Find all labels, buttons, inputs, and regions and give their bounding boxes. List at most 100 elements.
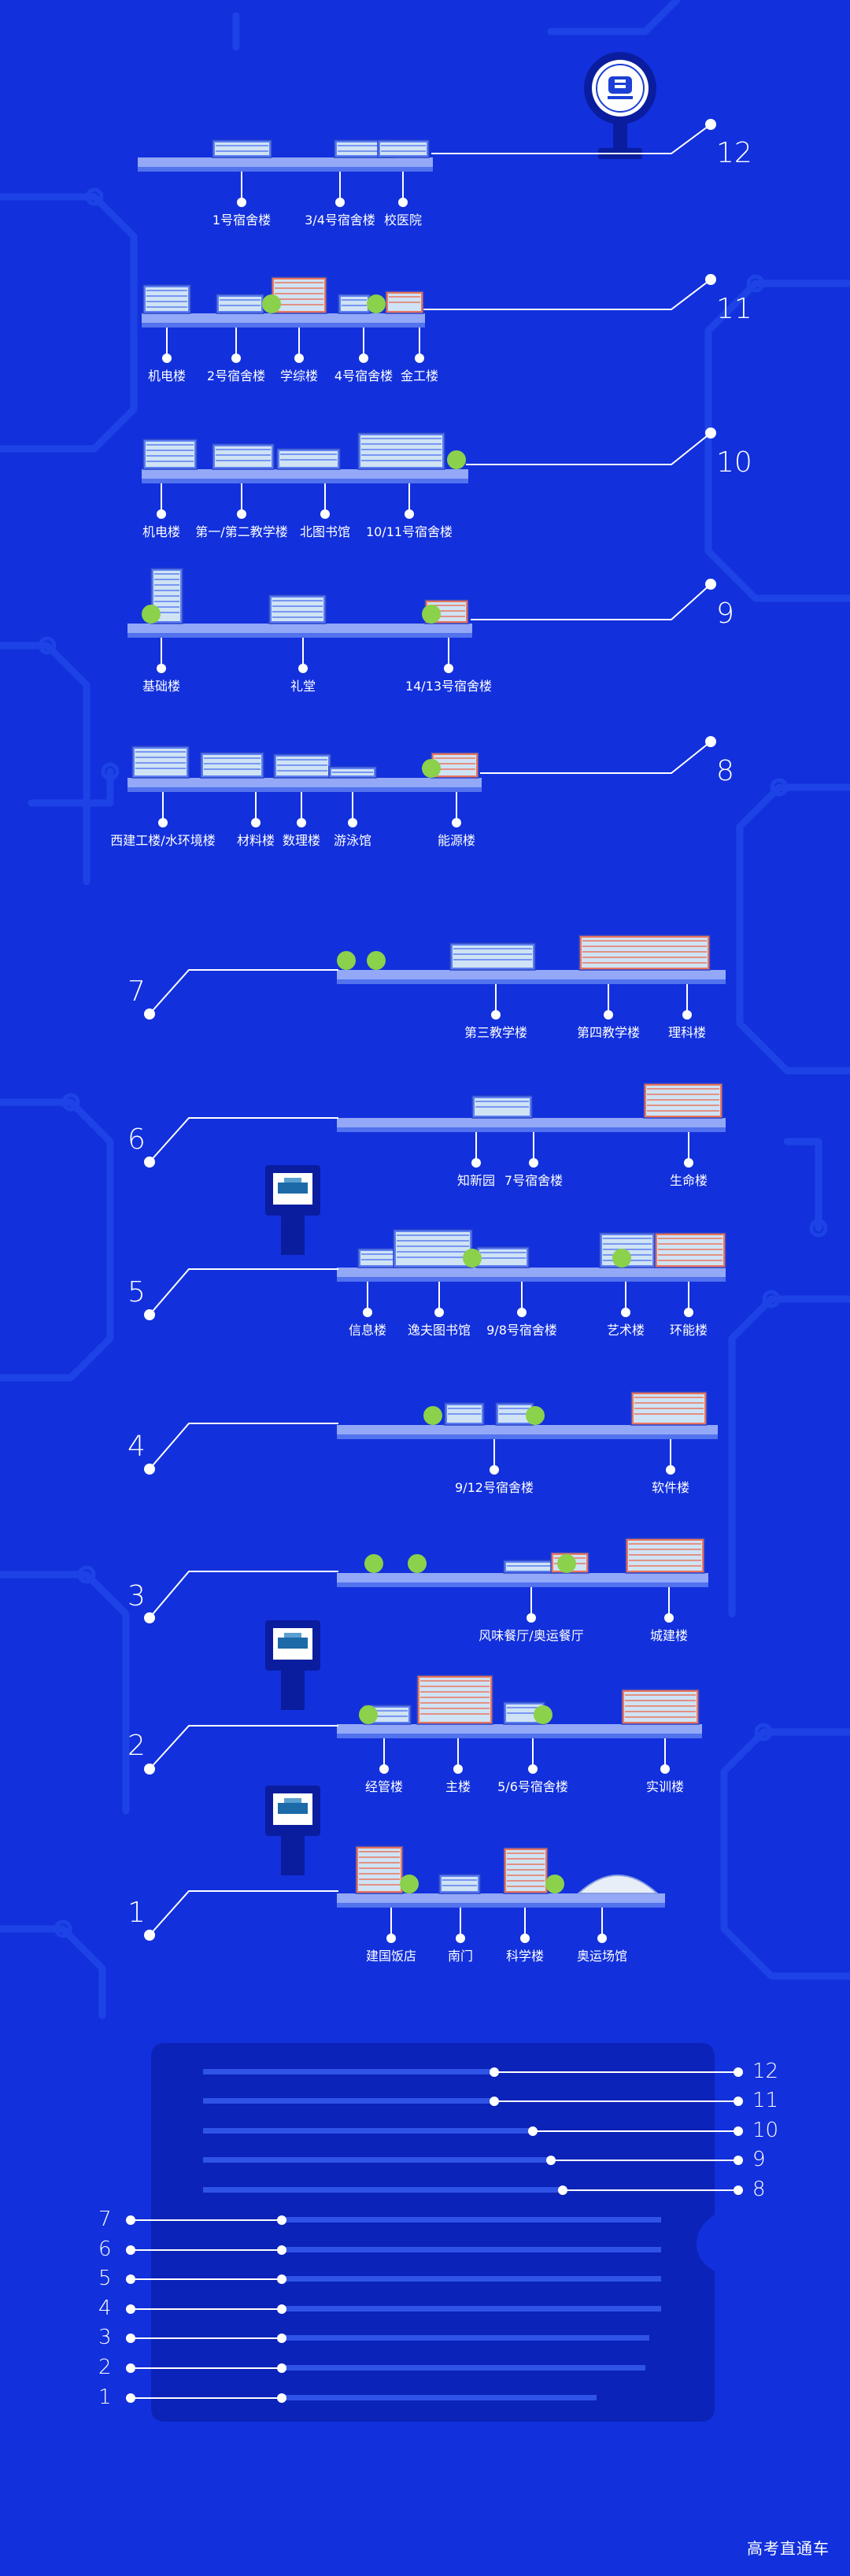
building-icon [393,1229,473,1268]
building-icon [200,752,264,779]
circuit-trace [0,1098,114,1382]
building-label: 9/12号宿舍楼 [455,1480,534,1495]
circuit-node [762,1290,781,1308]
floor-platform [337,1893,665,1903]
connector-dot [705,119,716,130]
tree-icon [534,1705,552,1724]
building-label: 礼堂 [290,679,316,694]
building-icon [578,935,711,971]
building-icon [328,766,377,779]
floor-platform [337,1118,726,1127]
building-icon [476,1246,530,1268]
circuit-trace [28,768,114,807]
building-label: 第一/第二教学楼 [195,524,288,539]
floor-9 [128,568,716,673]
building-icon [355,1845,404,1894]
stadium-icon [576,1875,660,1894]
connector-dot [144,1157,155,1168]
circuit-node [61,1093,80,1112]
building-label: 建国饭店 [365,1949,417,1963]
building-pin [664,1613,674,1623]
building-icon [599,1232,656,1268]
connector-line [431,124,711,154]
floor-platform [337,970,726,979]
building-icon [471,1095,533,1119]
building-pin [666,1465,675,1475]
building-pin [528,1764,538,1774]
screen-kiosk-icon [265,1786,320,1875]
floor-platform [142,313,425,323]
building-label: 经管楼 [364,1779,404,1794]
building-pin [297,818,306,827]
connector-line [149,1117,338,1163]
floor-minimap [126,2043,743,2422]
floor-number: 10 [716,446,752,479]
screen-kiosk-icon [265,1165,320,1255]
floor-number: 9 [716,598,734,630]
building-icon [273,753,331,779]
building-pin [298,664,308,673]
building-pin [294,353,304,363]
connector-line [149,1725,338,1770]
building-label: 游泳馆 [333,833,372,848]
building-label: 风味餐厅/奥运餐厅 [479,1628,584,1643]
floor-number: 11 [716,293,752,325]
building-pin [517,1308,527,1317]
tree-icon [367,951,386,970]
circuit-trace [783,1138,822,1232]
building-pin [320,509,330,519]
building-pin [363,1308,372,1317]
tree-icon [557,1554,576,1573]
building-label: 学综楼 [279,368,319,383]
building-label: 9/8号宿舍楼 [486,1323,557,1338]
building-pin [335,198,345,207]
connector-line [471,583,711,620]
connector-dot [705,736,716,747]
circuit-node [85,187,104,206]
floor-number: 2 [128,1730,146,1762]
building-icon [357,1248,398,1268]
minimap-floor-number: 7 [98,2208,112,2231]
building-label: 基础楼 [142,679,181,694]
building-label: 实训楼 [645,1779,685,1794]
building-pin [684,1308,693,1317]
building-icon [276,448,341,470]
minimap-floor-number: 11 [752,2089,779,2112]
floor-number: 3 [128,1580,146,1612]
connector-dot [705,274,716,285]
building-icon [142,284,191,314]
circuit-node [770,778,789,797]
building-pin [453,1764,463,1774]
building-pin [456,1934,465,1943]
building-icon [212,139,272,158]
building-pin [621,1308,630,1317]
building-pin [527,1613,536,1623]
building-pin [660,1764,670,1774]
floor-1 [144,1845,665,1943]
building-pin [237,509,246,519]
minimap-floor-number: 10 [752,2119,779,2142]
floor-platform [142,469,468,479]
building-pin [158,818,168,827]
connector-dot [144,1464,155,1475]
building-pin [251,818,261,827]
building-pin [491,1010,501,1020]
university-logo-icon [584,52,656,159]
circuit-trace [232,0,681,51]
tree-icon [612,1249,631,1268]
building-pin [157,509,166,519]
building-pin [684,1158,693,1168]
minimap-floor-number: 6 [98,2237,112,2261]
floor-12 [138,119,716,207]
minimap-floor-number: 3 [98,2326,112,2349]
floor-platform [337,1724,702,1734]
floor-5 [144,1229,726,1320]
building-label: 南门 [447,1949,474,1963]
building-label: 生命楼 [669,1173,708,1188]
building-label: 材料楼 [236,833,275,848]
building-pin [520,1934,530,1943]
tree-icon [142,605,161,624]
circuit-trace [0,193,138,453]
circuit-trace [704,279,850,602]
building-pin [415,353,424,363]
